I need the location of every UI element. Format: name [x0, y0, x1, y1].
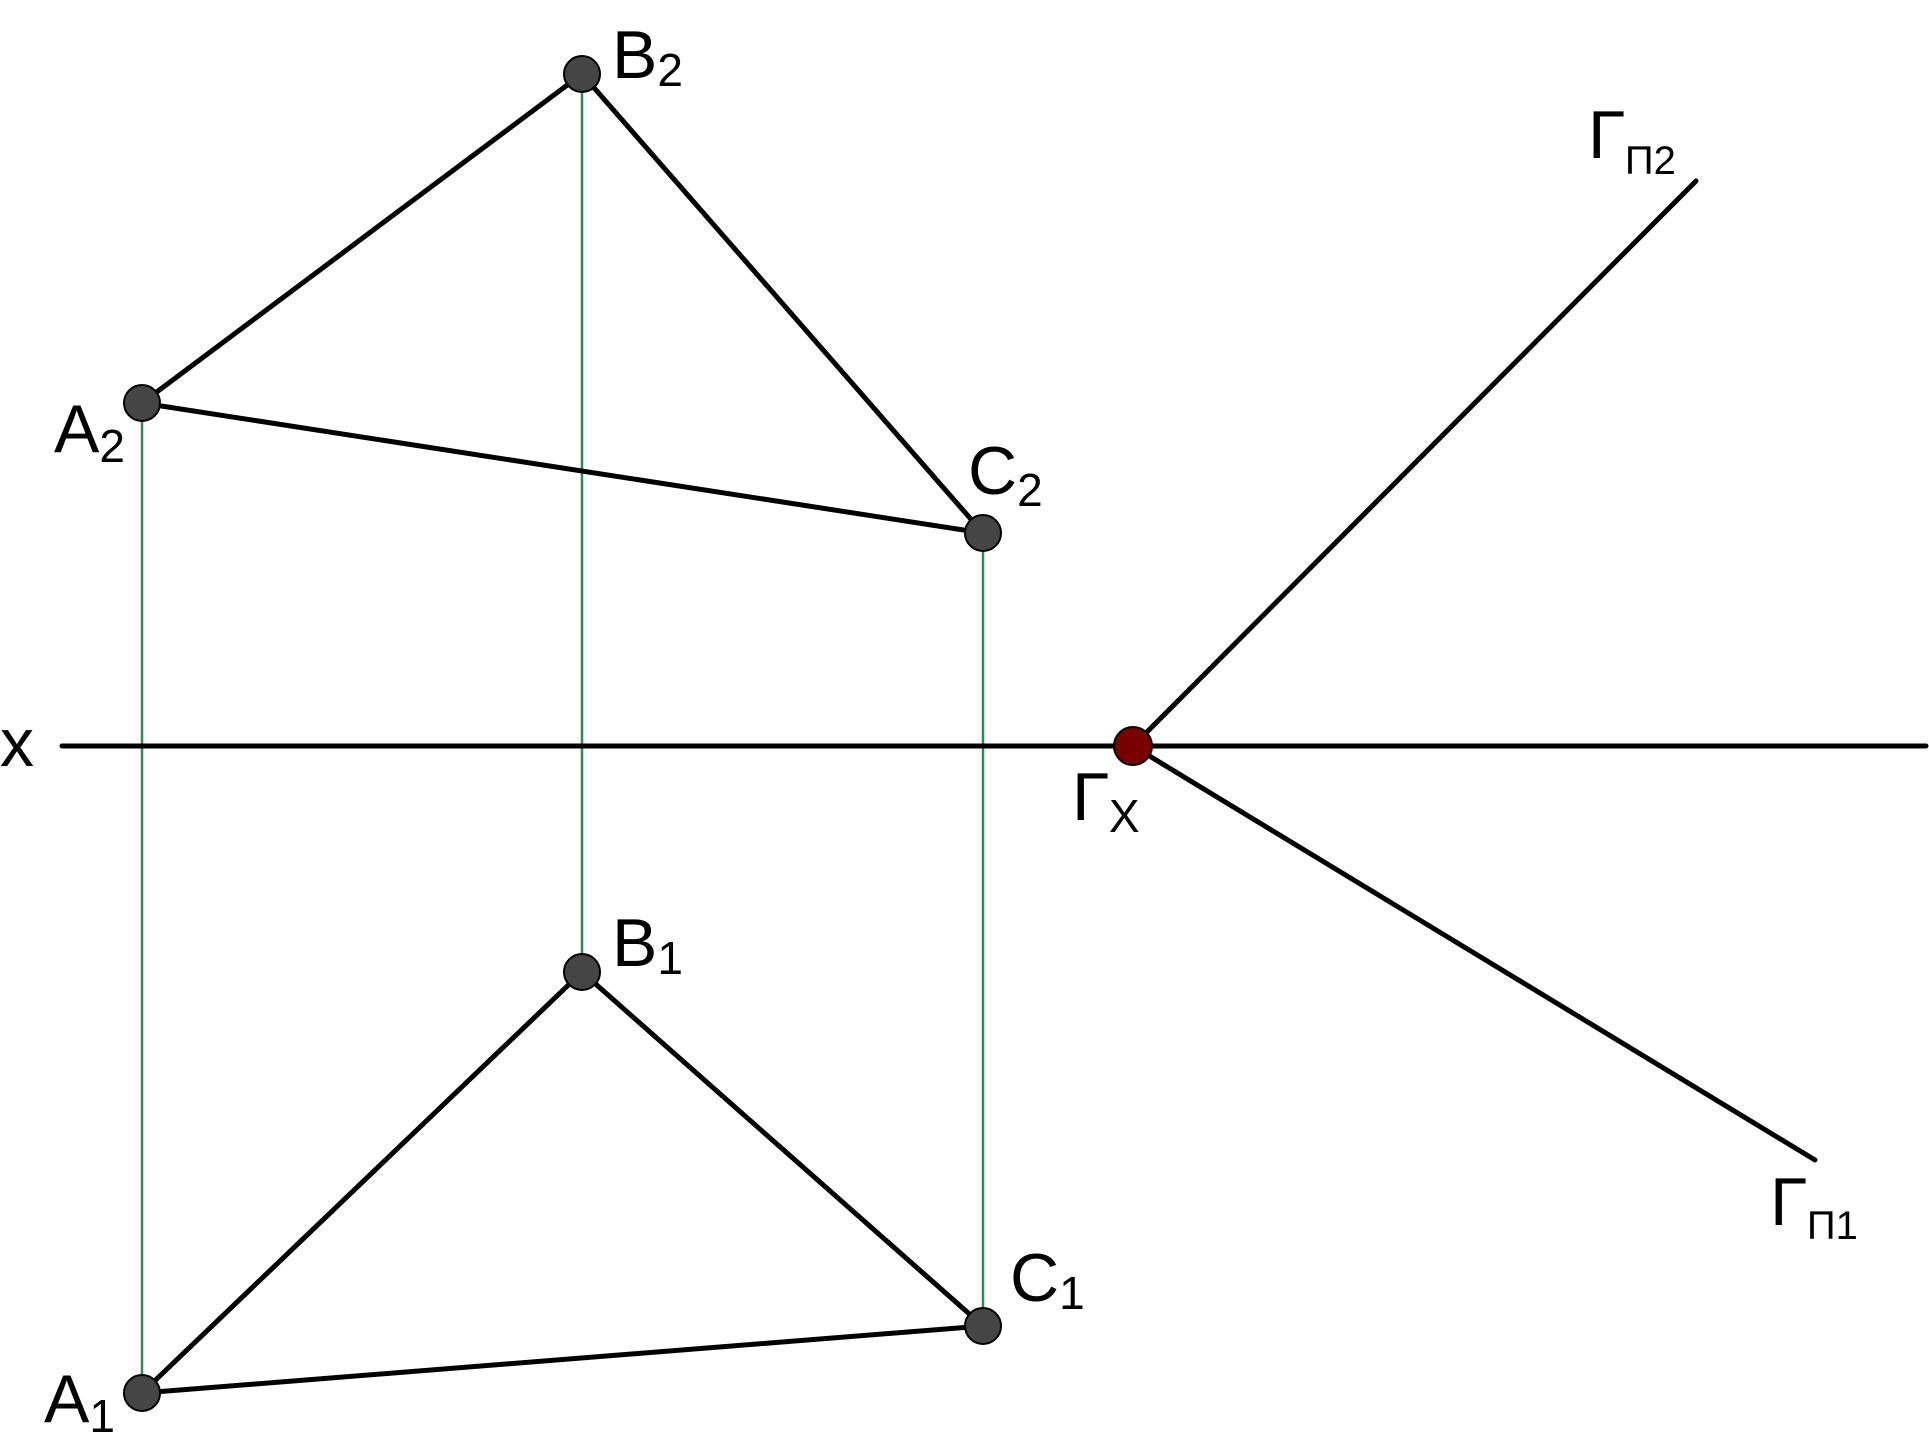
point-c1	[964, 1307, 1002, 1345]
label-trace-horizontal: ГП1	[1770, 1164, 1858, 1248]
label-trace-front: ГП2	[1588, 97, 1676, 183]
label-axis-point: ГX	[1072, 759, 1140, 842]
label-b1: B1	[612, 905, 683, 984]
edge-a1-b1	[139, 969, 585, 1396]
point-a1	[123, 1374, 161, 1412]
point-b1	[563, 953, 601, 991]
point-b2	[563, 55, 601, 93]
label-a2: A2	[54, 391, 125, 472]
point-c2	[964, 514, 1002, 552]
edge-a2-b2	[139, 71, 585, 406]
axis-label: x	[0, 705, 34, 781]
point-a2	[123, 384, 161, 422]
edge-b2-c2	[579, 71, 986, 536]
label-c1: C1	[1010, 1240, 1085, 1319]
label-c2: C2	[968, 433, 1043, 516]
trace-horizontal	[1130, 743, 1818, 1163]
label-a1: A1	[44, 1361, 115, 1442]
edge-a1-c1	[139, 1323, 986, 1396]
label-b2: B2	[612, 17, 683, 96]
trace-front	[1130, 178, 1699, 749]
edge-b1-c1	[579, 969, 986, 1329]
edge-a2-c2	[139, 400, 986, 536]
axis-point-gx	[1113, 726, 1153, 766]
